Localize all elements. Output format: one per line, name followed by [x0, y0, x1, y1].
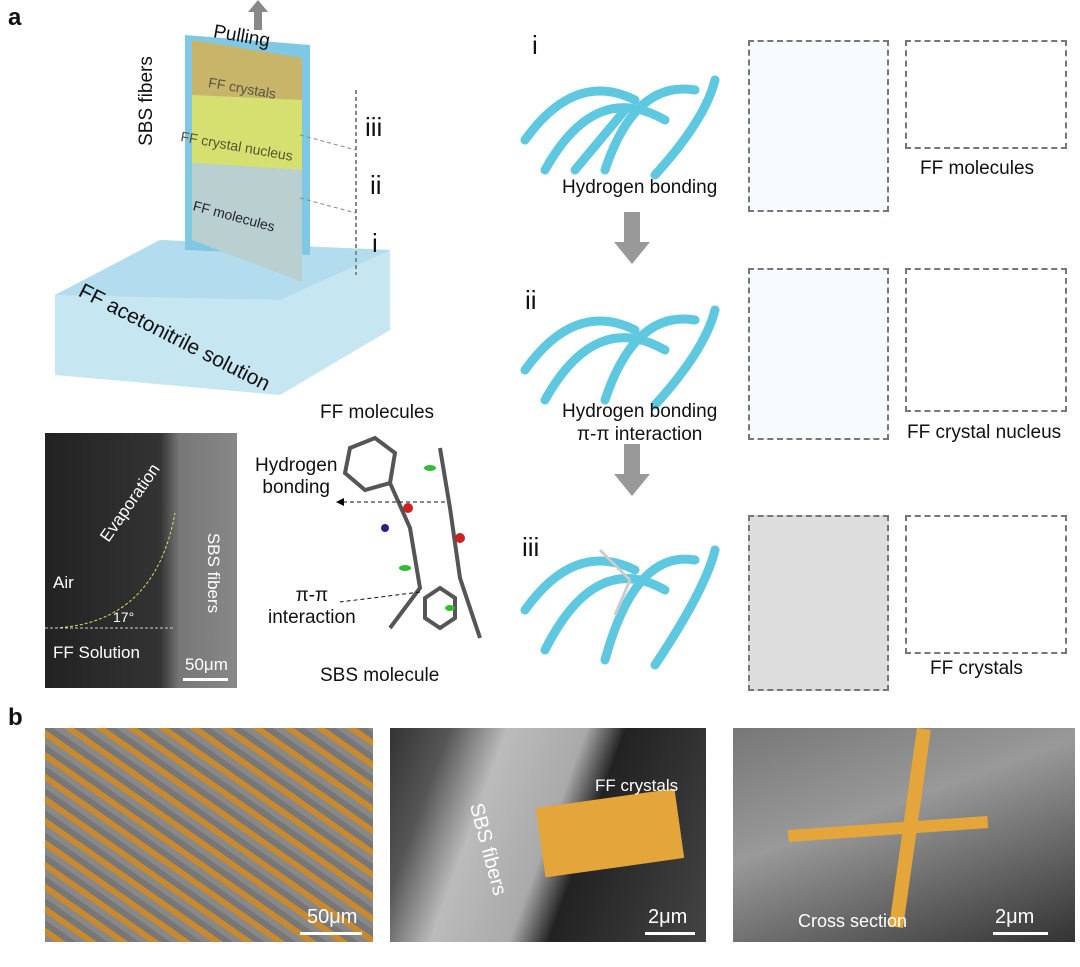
scale-bar-label: 50μm — [307, 906, 358, 928]
sem-image-1: 50μm — [45, 728, 373, 942]
zoom-box — [748, 515, 889, 691]
stage-i: i — [372, 228, 378, 258]
molecule-box — [905, 268, 1067, 412]
panel-label-b: b — [8, 704, 23, 731]
pull-arrow-icon — [248, 0, 268, 30]
angle-label: 17° — [113, 609, 135, 625]
row-roman: ii — [525, 285, 537, 315]
result-label: FF crystal nucleus — [907, 422, 1062, 443]
molecules-zone — [192, 163, 302, 282]
result-label: FF crystals — [930, 658, 1023, 679]
sem-image-2: SBS fibers FF crystals 2μm — [390, 728, 706, 942]
sbs-fibers-label: SBS fibers — [204, 532, 224, 614]
contact-angle-image: Evaporation Air 17° FF Solution SBS fibe… — [45, 433, 237, 688]
fiber-bundle — [520, 75, 720, 180]
fiber-bundle — [520, 305, 720, 410]
sem-image-3: Cross section 2μm — [733, 728, 1075, 942]
dip-coating-schematic — [55, 0, 390, 395]
sbs-molecule-label: SBS molecule — [320, 665, 440, 686]
air-label: Air — [53, 573, 74, 592]
ff-crystals-label: FF crystals — [595, 776, 679, 795]
sbs-fibers-label: SBS fibers — [135, 56, 157, 146]
row-roman: i — [532, 30, 538, 60]
stage-iii: iii — [365, 112, 383, 142]
down-arrows — [614, 212, 650, 496]
panel-label-a: a — [8, 4, 22, 31]
nucleus-zone — [192, 95, 302, 170]
fiber-bundle — [520, 545, 720, 670]
zoom-box — [748, 40, 889, 212]
molecule-box — [905, 40, 1067, 149]
crystals-zone — [192, 40, 302, 100]
row-roman: iii — [522, 532, 540, 562]
ff-solution-label: FF Solution — [53, 643, 140, 662]
zoom-box — [748, 268, 889, 440]
molecule-structure — [342, 435, 482, 639]
scale-bar-label: 50μm — [185, 655, 228, 674]
interaction-label: Hydrogen bonding — [562, 177, 718, 198]
scale-bar-label: 2μm — [995, 906, 1035, 928]
stage-ii: ii — [370, 170, 382, 200]
result-label: FF molecules — [920, 158, 1035, 179]
sbs-fibers-label: SBS fibers — [464, 800, 511, 898]
cross-section-label: Cross section — [798, 911, 908, 931]
scale-bar-label: 2μm — [648, 906, 688, 928]
molecule-box — [905, 515, 1067, 654]
molecule-title: FF molecules — [320, 402, 435, 423]
